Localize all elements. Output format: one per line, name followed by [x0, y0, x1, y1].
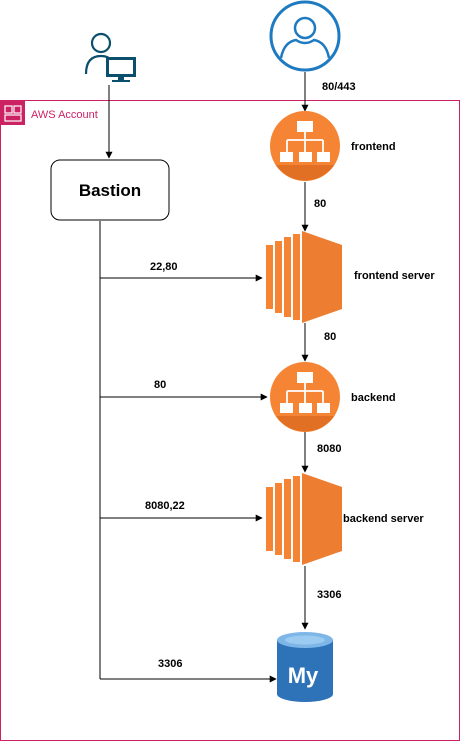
edge-label-backend-to-server: 8080: [317, 443, 341, 455]
frontend-elb-icon[interactable]: [270, 111, 340, 181]
internet-user-icon: [269, 0, 341, 72]
frontend-server-label: frontend server: [354, 270, 435, 282]
bastion-label: Bastion: [79, 181, 141, 200]
edge-label-bastion-to-backend: 80: [154, 379, 166, 391]
edge-label-bastion-to-frontend-server: 22,80: [150, 261, 178, 273]
backend-server-label: backend server: [343, 513, 424, 525]
backend-lb-label: backend: [351, 392, 396, 404]
frontend-server-ec2-icon[interactable]: [266, 231, 342, 323]
edge-label-bastion-to-backend-server: 8080,22: [145, 500, 185, 512]
edge-label-user-to-frontend: 80/443: [322, 81, 356, 93]
admin-user-icon: [84, 32, 136, 82]
edge-label-frontend-server-to-backend: 80: [324, 331, 336, 343]
mysql-db-icon[interactable]: My: [277, 632, 333, 702]
edge-label-frontend-to-server: 80: [314, 198, 326, 210]
mysql-logo-glyph: My: [288, 663, 319, 688]
aws-account-icon: [1, 101, 25, 125]
edge-label-bastion-to-db: 3306: [158, 658, 182, 670]
edge-label-server-to-db: 3306: [317, 589, 341, 601]
backend-elb-icon[interactable]: [270, 362, 340, 432]
bastion-node[interactable]: Bastion: [50, 159, 170, 221]
aws-account-label: AWS Account: [31, 109, 98, 121]
frontend-lb-label: frontend: [351, 141, 396, 153]
backend-server-ec2-icon[interactable]: [266, 473, 342, 565]
aws-account-group: [0, 100, 460, 741]
